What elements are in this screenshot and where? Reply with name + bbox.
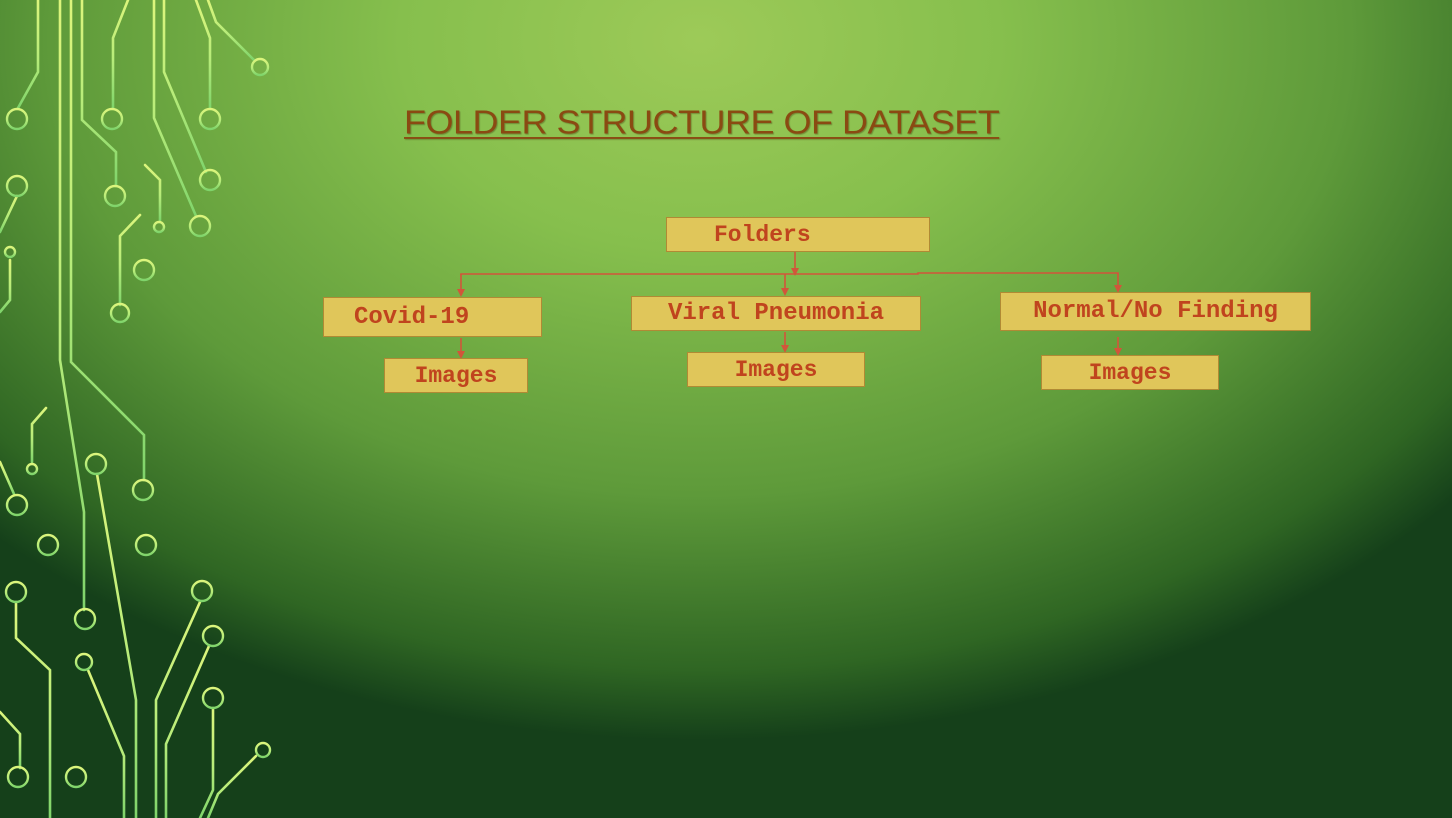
branch-line (460, 272, 1119, 275)
viral-images-node: Images (687, 352, 865, 387)
normal-images-node: Images (1041, 355, 1219, 390)
covid-images-node: Images (384, 358, 528, 393)
folders-root-node: Folders (666, 217, 930, 252)
covid-19-node: Covid-19 (323, 297, 542, 337)
slide-title: FOLDER STRUCTURE OF DATASET (404, 103, 1000, 141)
circuit-decoration (0, 0, 272, 818)
normal-no-finding-node: Normal/No Finding (1000, 292, 1311, 331)
viral-pneumonia-node: Viral Pneumonia (631, 296, 921, 331)
